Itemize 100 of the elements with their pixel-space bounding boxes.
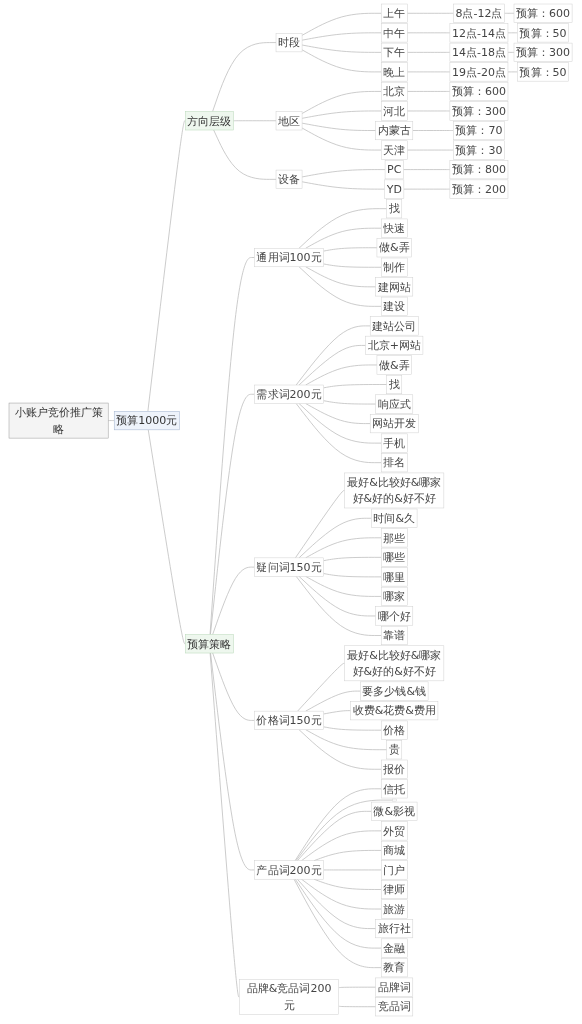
node-box: 建站公司 xyxy=(370,316,419,336)
node-box: 时间&久 xyxy=(371,508,418,528)
connector xyxy=(403,169,451,170)
connector xyxy=(407,91,451,92)
node-box: 教育 xyxy=(381,958,408,978)
connector xyxy=(302,44,383,53)
connector xyxy=(299,403,383,444)
connector xyxy=(403,188,451,190)
node-box: 北京 xyxy=(381,81,408,101)
node-box: 网站开发 xyxy=(370,414,419,434)
connector xyxy=(305,537,383,559)
connector xyxy=(296,403,383,464)
connector xyxy=(299,517,373,559)
connector xyxy=(212,566,256,635)
connector xyxy=(305,403,372,424)
connector xyxy=(305,690,362,712)
node-box: 做&弄 xyxy=(377,238,413,258)
connector xyxy=(407,32,451,34)
connector xyxy=(295,878,383,949)
node-box: 品牌词 xyxy=(375,977,414,997)
connector xyxy=(212,42,277,112)
node-box: 预算：70 xyxy=(453,121,506,141)
connector xyxy=(314,850,383,862)
connector xyxy=(323,247,378,252)
connector xyxy=(407,12,455,14)
node-box: 19点-20点 xyxy=(450,62,509,82)
node-box: 预算：300 xyxy=(514,42,573,62)
node-box: 预算：600 xyxy=(450,81,509,101)
node-box: 通用词100元 xyxy=(254,248,325,268)
node-box: 排名 xyxy=(381,453,408,473)
node-box: 最好&比较好&哪家好&好的&好不好 xyxy=(344,645,445,682)
connector xyxy=(323,384,388,389)
connector xyxy=(323,400,377,405)
node-box: 哪些 xyxy=(381,547,408,567)
node-box: 12点-14点 xyxy=(450,23,509,43)
node-box: 找 xyxy=(386,199,403,219)
node-box: 设备 xyxy=(276,169,303,189)
connector xyxy=(302,32,383,41)
connector xyxy=(108,420,116,421)
node-box: 那些 xyxy=(381,528,408,548)
node-box: 建网站 xyxy=(375,277,414,297)
connector xyxy=(210,393,256,635)
connector xyxy=(297,662,346,712)
node-box: 14点-18点 xyxy=(450,42,509,62)
node-box: 北京+网站 xyxy=(365,335,424,355)
connector xyxy=(299,729,383,770)
connector xyxy=(299,345,367,386)
node-box: 需求词200元 xyxy=(254,384,325,404)
connector xyxy=(147,120,187,412)
node-box: 8点-12点 xyxy=(453,3,506,23)
node-box: 哪家 xyxy=(381,586,408,606)
node-box: 上午 xyxy=(381,3,408,23)
node-box: 价格 xyxy=(381,720,408,740)
node-box: 外贸 xyxy=(381,821,408,841)
node-box: 价格词150元 xyxy=(254,710,325,730)
connector xyxy=(305,364,378,386)
connector xyxy=(210,652,256,871)
connector xyxy=(338,1005,377,1008)
connector xyxy=(412,130,455,131)
node-box: 手机 xyxy=(381,433,408,453)
node-box: 品牌&竞品词200元 xyxy=(239,979,340,1015)
node-box: 预算：30 xyxy=(453,140,506,160)
node-box: 预算：300 xyxy=(450,101,509,121)
connector xyxy=(302,169,386,178)
node-box: 下午 xyxy=(381,42,408,62)
node-box: 信托 xyxy=(381,779,408,799)
connector xyxy=(301,878,383,910)
node-box: 靠谱 xyxy=(381,626,408,645)
connector xyxy=(299,208,388,249)
node-box: 门户 xyxy=(381,860,408,880)
node-box: 时段 xyxy=(276,33,303,53)
node-box: 报价 xyxy=(381,759,408,779)
node-box: 制作 xyxy=(381,257,408,277)
node-box: 预算：800 xyxy=(450,160,509,180)
node-box: 商城 xyxy=(381,840,408,860)
node-box: 预算：50 xyxy=(517,62,570,82)
connector xyxy=(296,325,372,386)
node-box: 疑问词150元 xyxy=(254,557,325,577)
connector xyxy=(407,52,451,53)
connector xyxy=(305,266,377,288)
node-box: 响应式 xyxy=(375,394,414,414)
connector xyxy=(338,986,377,989)
node-box: 小账户竞价推广策略 xyxy=(9,402,109,439)
node-box: 预算1000元 xyxy=(114,411,181,431)
node-box: 预算：200 xyxy=(450,179,509,199)
node-box: 金融 xyxy=(381,938,408,958)
node-box: 产品词200元 xyxy=(254,860,325,880)
node-box: 哪里 xyxy=(381,567,408,587)
connector xyxy=(305,227,383,249)
connector xyxy=(233,120,277,122)
connector xyxy=(302,122,377,131)
node-box: 河北 xyxy=(381,101,408,121)
connector xyxy=(302,181,386,190)
connector xyxy=(302,49,383,73)
connector xyxy=(295,788,383,862)
connector xyxy=(305,729,388,751)
connector xyxy=(302,127,383,151)
connector xyxy=(210,257,256,635)
node-box: 最好&比较好&哪家好&好的&好不好 xyxy=(344,472,445,509)
node-box: 做&弄 xyxy=(377,355,413,375)
